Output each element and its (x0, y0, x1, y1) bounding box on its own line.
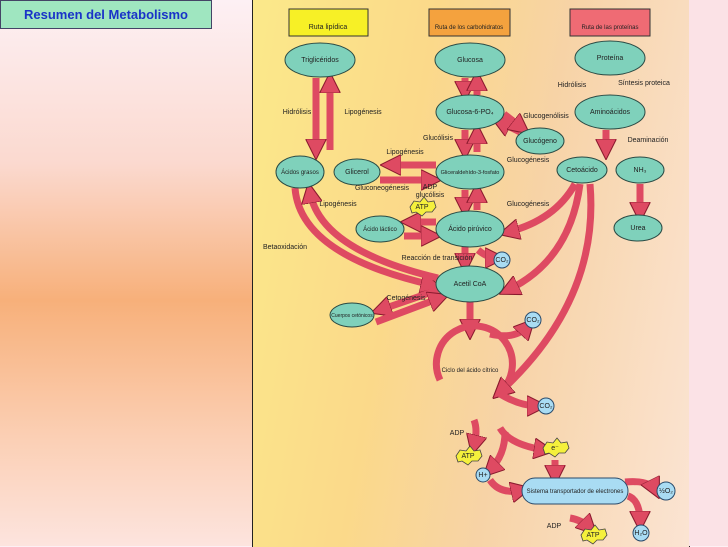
label-betaoxidacion: Betaoxidación (263, 244, 307, 251)
right-margin (689, 0, 728, 546)
label-gluconeogenesis: Gluconeogénesis (355, 185, 410, 192)
nodes: Triglicéridos Glucosa Proteína Glucosa-6… (275, 40, 665, 505)
node-cuerpos-cetonicos: Cuerpos cetónicos (331, 313, 373, 319)
label-cetogenesis: Cetogénesis (387, 295, 426, 302)
co2-2: CO₂ (526, 317, 540, 324)
node-urea: Urea (630, 225, 645, 232)
node-acido-piruvico: Ácido pirúvico (448, 224, 492, 233)
atp-2: ATP (461, 453, 474, 460)
node-aminoacidos: Aminoácidos (590, 109, 631, 116)
node-g3p: Gliceraldehído-3-fosfato (441, 170, 500, 176)
node-trigliceridos: Triglicéridos (301, 57, 339, 64)
label-glucogenolisis: Glucogenólisis (523, 113, 569, 120)
node-glicerol: Glicerol (345, 169, 369, 176)
node-nh3: NH₃ (634, 167, 647, 174)
label-hidrolisis-2: Hidrólisis (558, 82, 587, 89)
label-adp-2: ADP (450, 430, 465, 437)
node-acetil-coa: Acetil CoA (454, 281, 487, 288)
label-glucolisis: Glucólisis (423, 135, 453, 142)
label-glucogenesis-2: Glucogénesis (507, 201, 550, 208)
label-glucolisis-2: glucólisis (416, 192, 445, 199)
label-lipogenesis: Lipogénesis (344, 109, 382, 116)
label-adp-3: ADP (547, 523, 562, 530)
label-adp: ADP (423, 184, 438, 191)
node-g6p: Glucosa-6-PO₄ (446, 109, 493, 116)
label-hidrolisis: Hidrólisis (283, 109, 312, 116)
co2-1: CO₂ (495, 257, 509, 264)
atp-1: ATP (415, 204, 428, 211)
node-proteina: Proteína (597, 55, 624, 62)
node-glucosa: Glucosa (457, 57, 483, 64)
label-glucogenesis: Glucogénesis (507, 157, 550, 164)
node-acido-lactico: Ácido láctico (363, 226, 397, 233)
node-ciclo: Ciclo del ácido cítrico (442, 368, 499, 374)
header-prot: Ruta de las proteínas (581, 25, 638, 31)
node-sistema: Sistema transportador de electrones (527, 489, 624, 495)
process-labels: Hidrólisis Lipogénesis Glucólisis Glucog… (263, 80, 670, 530)
node-cetoacido: Cetoácido (566, 167, 598, 174)
node-glucogeno: Glucógeno (523, 138, 557, 145)
label-lipogenesis-2: Lipogénesis (386, 149, 424, 156)
node-acidos-grasos: Ácidos grasos (281, 169, 319, 176)
header-lipid: Ruta lipídica (309, 24, 348, 31)
small-labels: CO₂ CO₂ CO₂ H+ ½O₂ H₂O ATP ATP ATP e⁻ (409, 196, 676, 545)
atp-3: ATP (586, 532, 599, 539)
label-lipogenesis-3: Lipogénesis (319, 201, 357, 208)
electron: e⁻ (551, 445, 559, 452)
label-sintesis-proteica: Síntesis proteica (618, 80, 670, 87)
water: H₂O (634, 530, 648, 537)
label-reaccion-transicion: Reacción de transición (402, 255, 473, 262)
headers: Ruta lipídica Ruta de los carbohidratos … (288, 8, 651, 37)
slide-title: Resumen del Metabolismo (0, 0, 212, 29)
arrows (291, 78, 655, 528)
co2-3: CO₂ (539, 403, 553, 410)
label-deaminacion: Deaminación (628, 137, 669, 144)
oxygen: ½O₂ (659, 487, 673, 495)
header-carb: Ruta de los carbohidratos (435, 25, 503, 31)
h-ion: H+ (478, 472, 487, 479)
